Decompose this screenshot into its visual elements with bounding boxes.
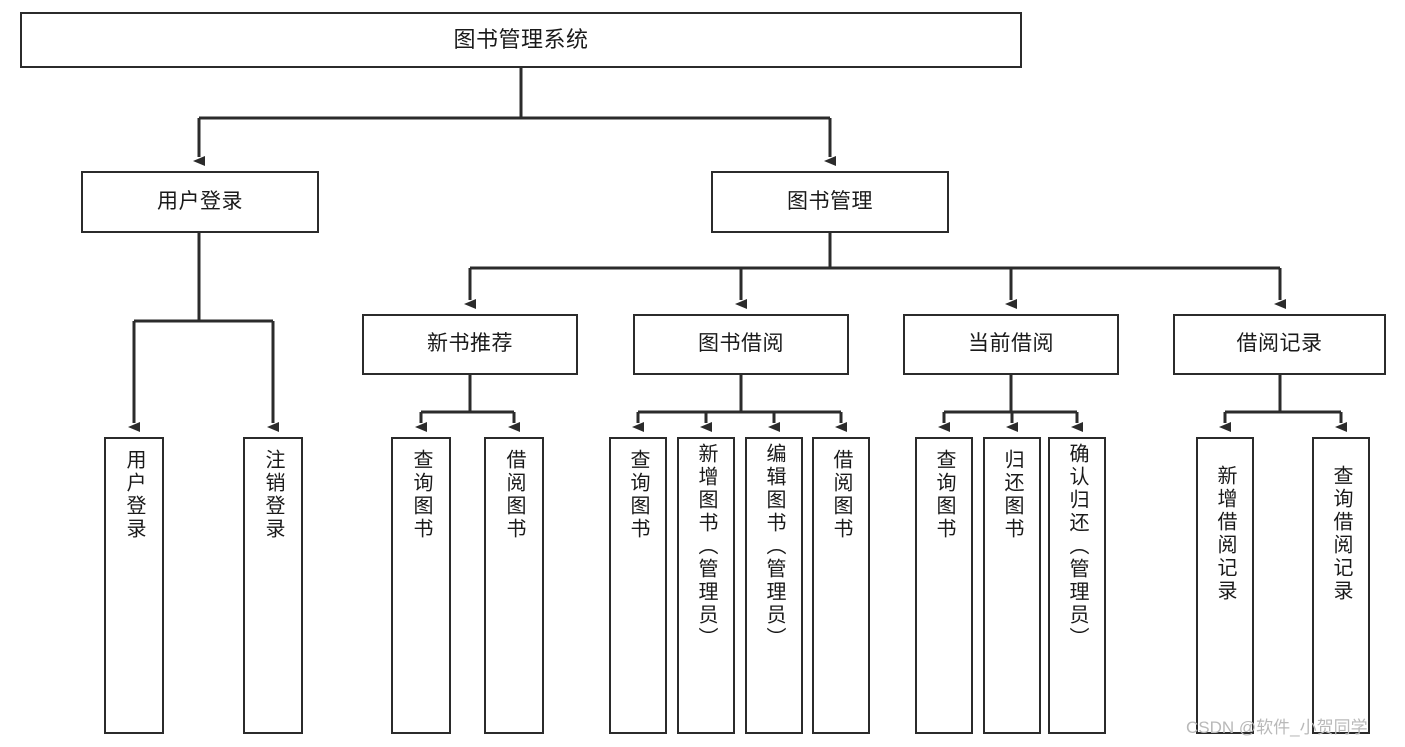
node-user-login[interactable]: 用户登录 [81,171,319,233]
node-borrow-book-rec-label: 借阅图书 [503,449,525,541]
node-borrow-record-label: 借阅记录 [1236,332,1323,356]
node-add-borrow-record-label: 新增借阅记录 [1214,465,1236,603]
node-query-book-rec[interactable]: 查询图书 [391,437,451,734]
node-root-label: 图书管理系统 [453,27,589,53]
node-logout-action[interactable]: 注销登录 [243,437,303,734]
node-current-borrow[interactable]: 当前借阅 [903,314,1119,375]
node-confirm-return-admin[interactable]: 确认归还（管理员） [1048,437,1106,734]
node-query-book-borrow[interactable]: 查询图书 [609,437,667,734]
node-root[interactable]: 图书管理系统 [20,12,1022,68]
node-logout-action-label: 注销登录 [262,449,284,541]
node-query-borrow-record-label: 查询借阅记录 [1330,465,1352,603]
node-return-book[interactable]: 归还图书 [983,437,1041,734]
node-query-book-rec-label: 查询图书 [410,449,432,541]
node-book-manage[interactable]: 图书管理 [711,171,949,233]
node-user-login-action-label: 用户登录 [123,449,145,541]
node-query-book-borrow-label: 查询图书 [627,449,649,541]
node-edit-book-admin[interactable]: 编辑图书（管理员） [745,437,803,734]
node-add-borrow-record[interactable]: 新增借阅记录 [1196,437,1254,734]
node-borrow-record[interactable]: 借阅记录 [1173,314,1386,375]
node-add-book-admin-label: 新增图书（管理员） [695,443,717,650]
node-borrow-book-action[interactable]: 借阅图书 [812,437,870,734]
node-book-borrow-label: 图书借阅 [698,332,784,356]
node-user-login-action[interactable]: 用户登录 [104,437,164,734]
node-new-book-rec[interactable]: 新书推荐 [362,314,578,375]
node-query-borrow-record[interactable]: 查询借阅记录 [1312,437,1370,734]
node-book-manage-label: 图书管理 [787,189,873,213]
node-borrow-book-rec[interactable]: 借阅图书 [484,437,544,734]
node-edit-book-admin-label: 编辑图书（管理员） [763,443,785,650]
node-query-book-current-label: 查询图书 [933,449,955,541]
node-current-borrow-label: 当前借阅 [968,332,1054,356]
node-query-book-current[interactable]: 查询图书 [915,437,973,734]
node-book-borrow[interactable]: 图书借阅 [633,314,849,375]
csdn-watermark: CSDN @软件_小贺同学 [1186,718,1368,737]
node-confirm-return-admin-label: 确认归还（管理员） [1066,443,1088,650]
node-return-book-label: 归还图书 [1001,449,1023,541]
node-add-book-admin[interactable]: 新增图书（管理员） [677,437,735,734]
node-borrow-book-action-label: 借阅图书 [830,449,852,541]
node-user-login-label: 用户登录 [157,189,243,213]
node-new-book-rec-label: 新书推荐 [427,332,513,356]
